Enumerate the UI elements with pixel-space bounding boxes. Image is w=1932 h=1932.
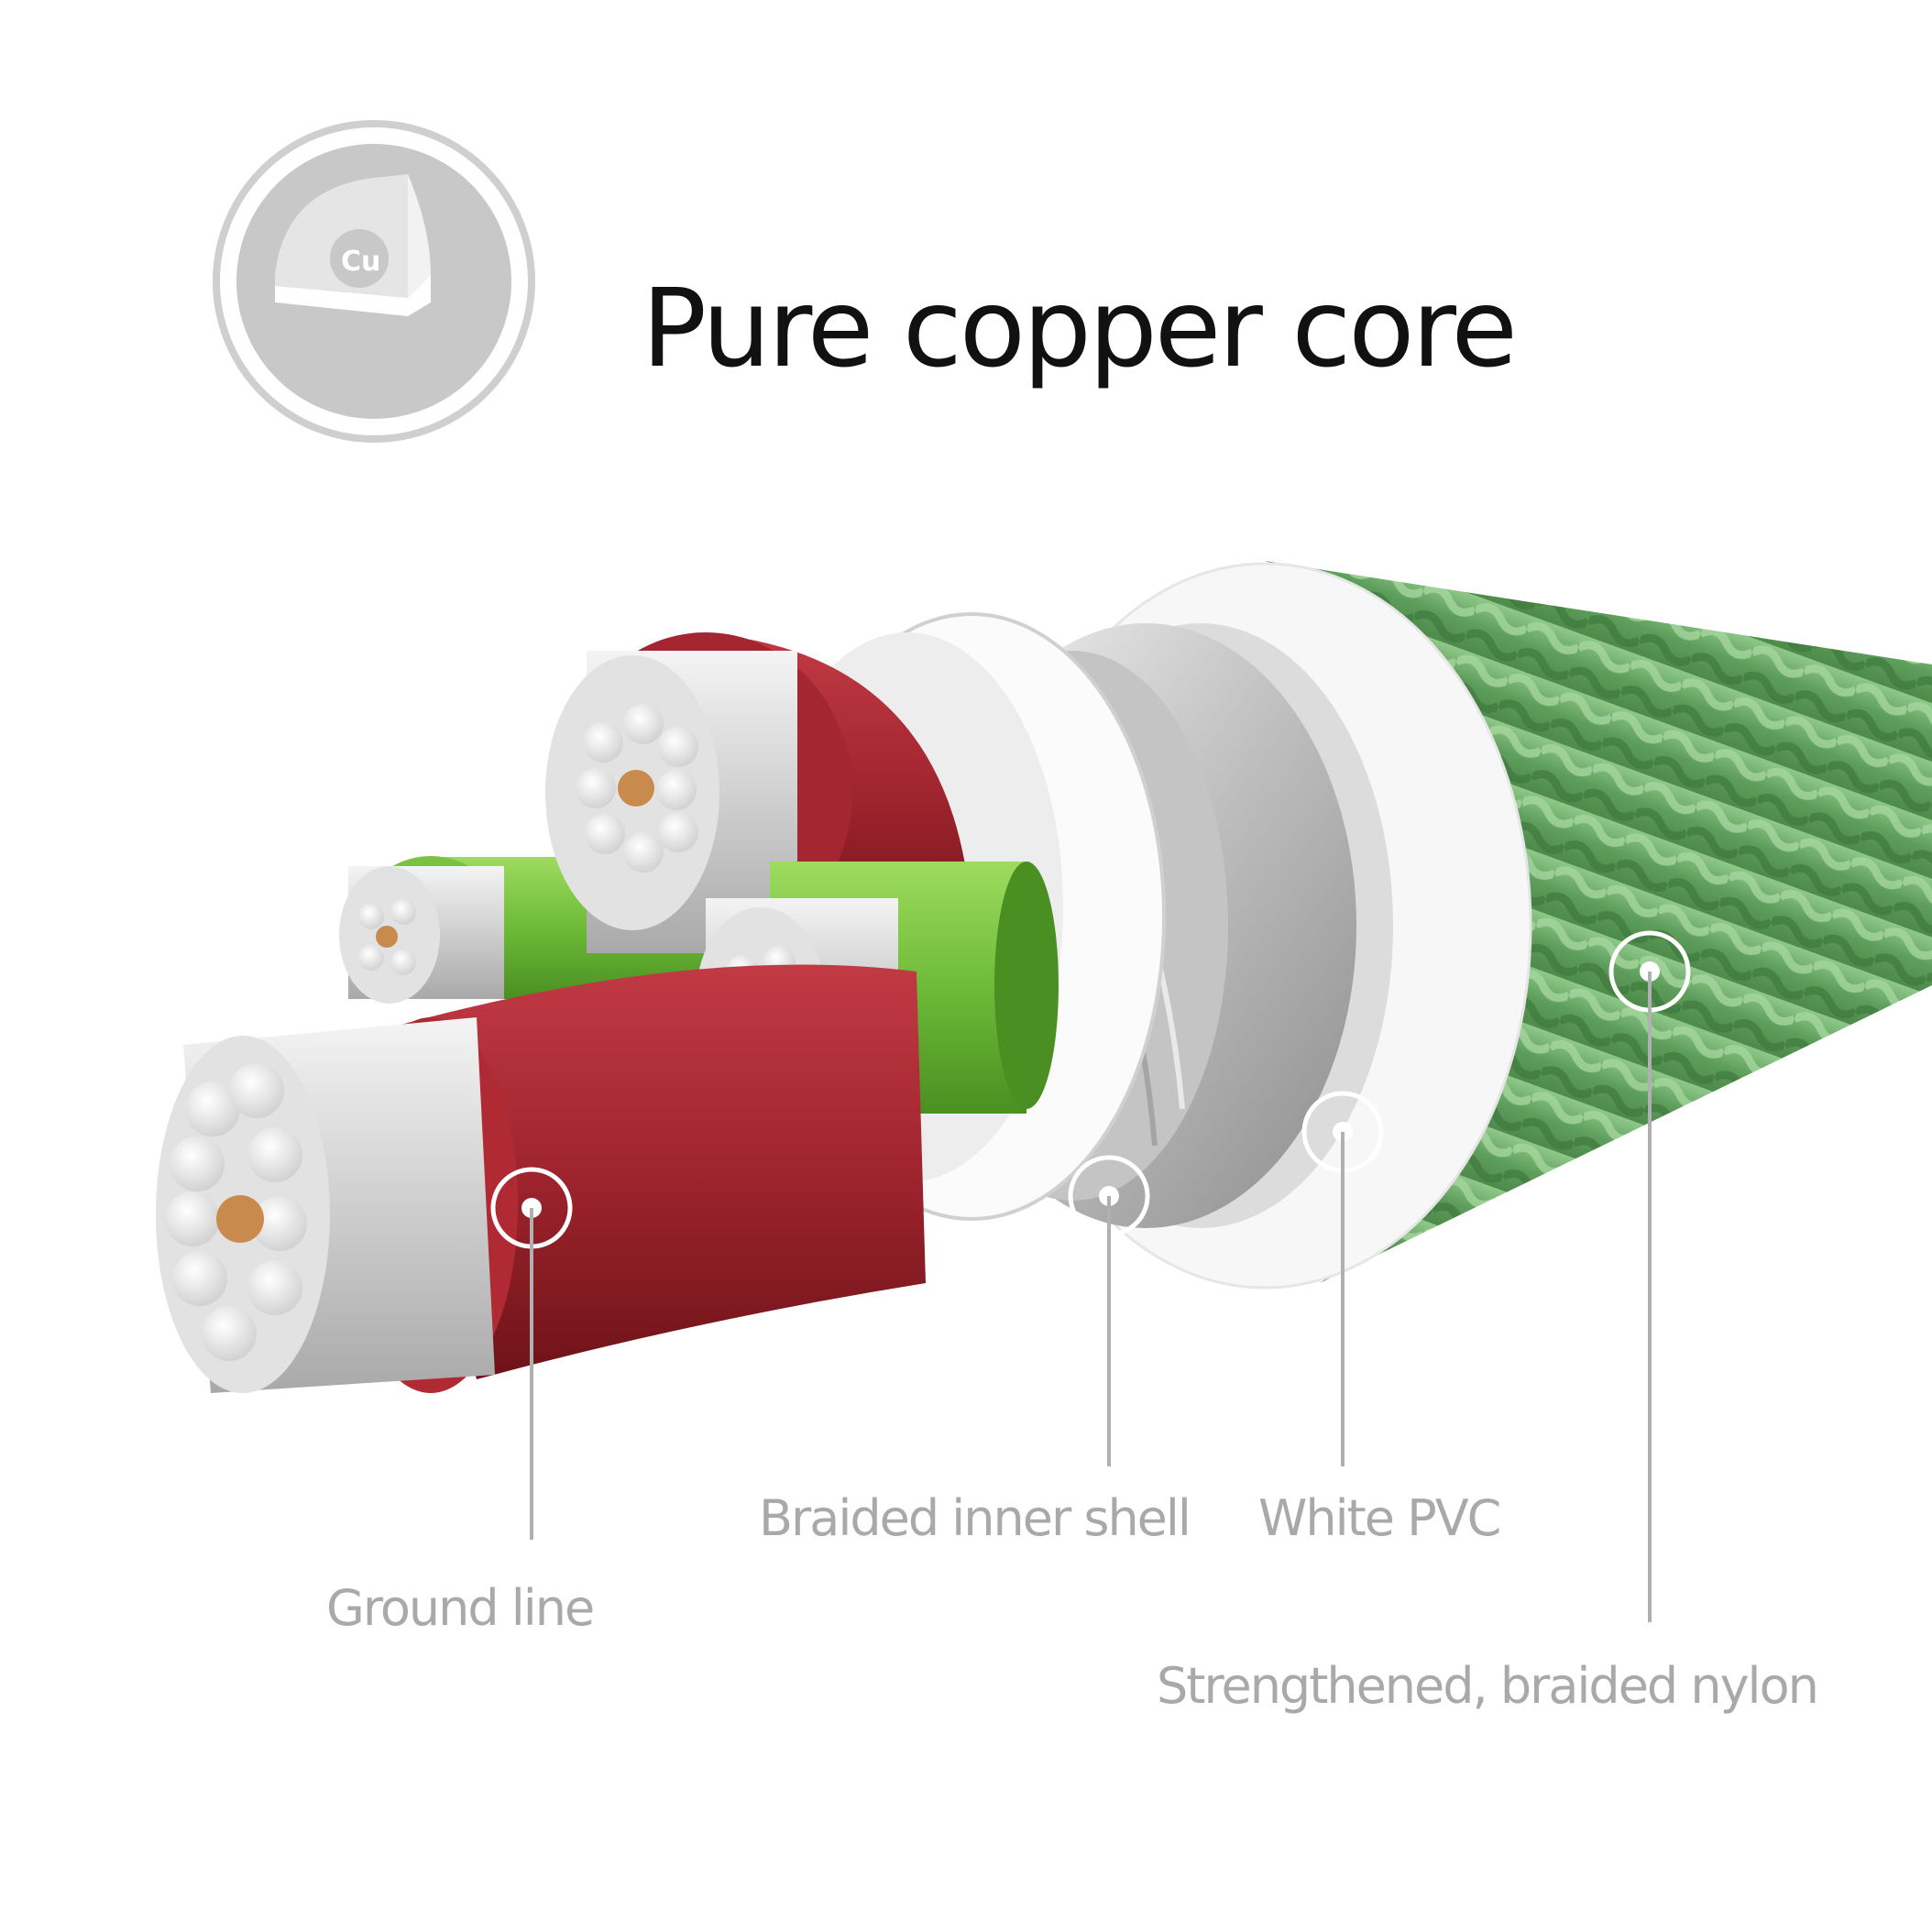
callout-braided-nylon <box>1608 930 1691 1622</box>
copper-core-front <box>216 1195 264 1243</box>
label-braided-nylon: Strengthened, braided nylon <box>1157 1657 1819 1715</box>
braided-nylon-jacket <box>1265 561 1932 1283</box>
copper-symbol-text: Cu <box>341 246 381 278</box>
copper-core-top <box>618 770 654 807</box>
label-ground-line: Ground line <box>326 1579 595 1637</box>
callout-ground-line <box>490 1167 573 1540</box>
page-title: Pure copper core <box>642 265 1518 392</box>
label-white-pvc: White PVC <box>1258 1489 1501 1547</box>
copper-element-icon <box>275 174 431 316</box>
callout-white-pvc <box>1301 1091 1384 1466</box>
strand-bundle-front <box>156 1017 495 1393</box>
copper-badge <box>213 120 535 443</box>
label-braided-inner-shell: Braided inner shell <box>759 1489 1191 1547</box>
strand-bundle-back-left <box>339 866 504 1004</box>
callout-braided-inner-shell <box>1068 1155 1150 1466</box>
